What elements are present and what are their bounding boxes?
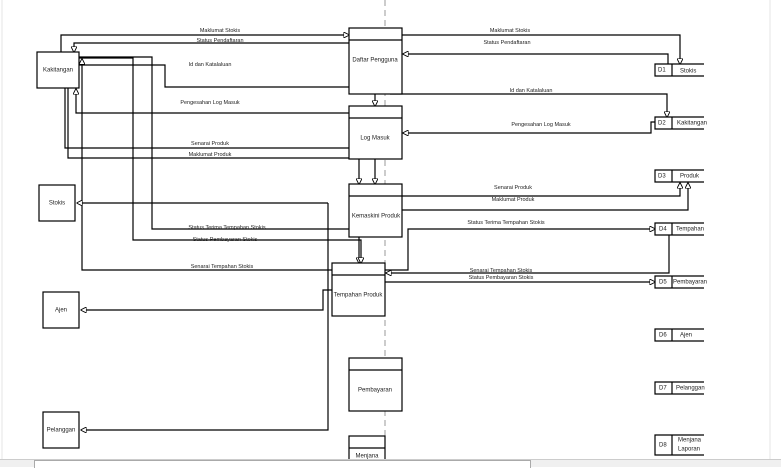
datastore-id: D6 — [659, 333, 667, 339]
entity-label: Ajen — [55, 308, 67, 314]
flow-labels-left: Maklumat Stokis Status Pendaftaran Id da… — [180, 28, 265, 270]
flow-label: Status Pembayaran Stokis — [193, 237, 258, 243]
flow-label: Senarai Produk — [191, 141, 229, 147]
flow-label: Status Terima Tempahan Stokis — [188, 225, 265, 231]
entity-ajen[interactable]: Ajen — [42, 291, 80, 329]
flow-label: Status Pendaftaran — [483, 40, 530, 46]
datastore-name: Laporan — [678, 447, 700, 453]
flow-labels-right: Maklumat Stokis Status Pendaftaran Id da… — [467, 28, 570, 281]
entity-kakitangan[interactable]: Kakitangan — [36, 51, 80, 89]
datastore-d7[interactable]: D7 Pelanggan — [654, 381, 705, 395]
entity-stokis[interactable]: Stokis — [38, 184, 76, 222]
flow-label: Senarai Tempahan Stokis — [470, 268, 533, 274]
bottom-bar — [0, 459, 781, 468]
datastore-d2[interactable]: D2 Kakitangan — [654, 116, 707, 130]
flow-label: Maklumat Stokis — [490, 28, 531, 34]
datastore-id: D8 — [659, 443, 667, 449]
datastore-d4[interactable]: D4 Tempahan — [654, 222, 704, 236]
process-label: Tempahan Produk — [334, 293, 384, 299]
flow-label: Id dan Katalaluan — [189, 62, 232, 68]
flow-label: Status Pembayaran Stokis — [469, 275, 534, 281]
datastore-name: Pembayaran — [673, 280, 707, 286]
process-tempahan-produk[interactable]: Tempahan Produk — [331, 262, 386, 317]
process-label: Daftar Pengguna — [352, 58, 398, 64]
bottom-input-area[interactable] — [34, 460, 531, 468]
process-kemaskini-produk[interactable]: Kemaskini Produk — [348, 183, 403, 238]
process-pembayaran[interactable]: Pembayaran — [348, 357, 403, 412]
entity-label: Pelanggan — [47, 428, 76, 434]
flow-label: Maklumat Produk — [492, 197, 535, 203]
datastore-id: D7 — [659, 386, 667, 392]
datastore-id: D2 — [658, 121, 666, 127]
process-label: Pembayaran — [358, 388, 392, 394]
datastore-d6[interactable]: D6 Ajen — [654, 328, 704, 342]
datastore-id: D5 — [659, 280, 667, 286]
entity-label: Kakitangan — [43, 68, 73, 74]
flow-label: Pengesahan Log Masuk — [180, 100, 240, 106]
datastore-name: Kakitangan — [677, 121, 707, 127]
flow-label: Id dan Katalaluan — [510, 88, 553, 94]
flow-label: Maklumat Stokis — [200, 28, 241, 34]
entity-label: Stokis — [49, 201, 65, 207]
flow-label: Senarai Tempahan Stokis — [191, 264, 254, 270]
process-label: Menjana — [355, 454, 379, 460]
process-daftar-pengguna[interactable]: Daftar Pengguna — [348, 27, 403, 95]
datastore-name: Tempahan — [676, 227, 704, 233]
flow-label: Pengesahan Log Masuk — [511, 122, 571, 128]
datastore-name: Ajen — [680, 333, 692, 339]
flow-lines-left — [60, 35, 375, 430]
flow-lines-right — [385, 34, 688, 282]
datastore-id: D3 — [658, 174, 666, 180]
datastore-id: D1 — [658, 68, 666, 74]
process-log-masuk[interactable]: Log Masuk — [348, 105, 403, 160]
datastore-id: D4 — [659, 227, 667, 233]
datastore-name: Stokis — [680, 69, 696, 75]
datastore-d1[interactable]: D1 Stokis — [654, 63, 704, 77]
datastore-d3[interactable]: D3 Produk — [654, 169, 704, 183]
datastore-name: Pelanggan — [676, 386, 705, 392]
datastore-name: Menjana — [678, 438, 702, 444]
datastore-d5[interactable]: D5 Pembayaran — [654, 275, 707, 289]
flow-label: Status Pendaftaran — [196, 38, 243, 44]
flow-label: Status Terima Tempahan Stokis — [467, 220, 544, 226]
process-label: Log Masuk — [360, 136, 390, 142]
flow-label: Maklumat Produk — [189, 152, 232, 158]
entity-pelanggan[interactable]: Pelanggan — [42, 411, 80, 449]
datastore-name: Produk — [680, 174, 700, 180]
datastore-d8[interactable]: D8 Menjana Laporan — [654, 434, 704, 456]
process-label: Kemaskini Produk — [352, 214, 401, 220]
flow-label: Senarai Produk — [494, 185, 532, 191]
